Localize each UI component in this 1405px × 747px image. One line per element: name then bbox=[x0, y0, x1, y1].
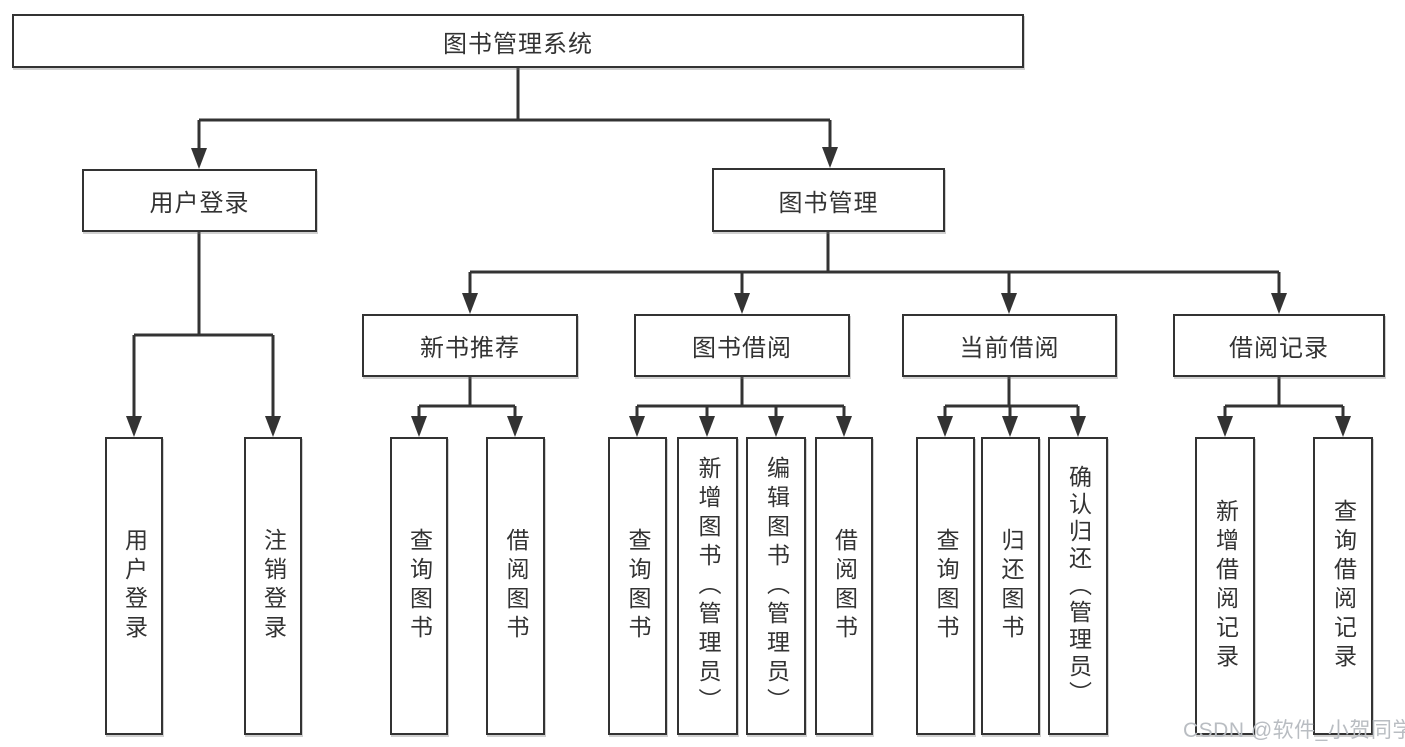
node-new-book-recommend: 新书推荐 bbox=[362, 314, 578, 377]
leaf-label: 查询图书 bbox=[406, 528, 433, 644]
arrow-current-borrowing bbox=[1001, 293, 1017, 314]
leaf-label: 注销登录 bbox=[260, 528, 287, 644]
node-book-borrowing: 图书借阅 bbox=[634, 314, 850, 377]
arrow-borrowing-records bbox=[1271, 293, 1287, 314]
arrow-leaf-user-login bbox=[126, 416, 142, 437]
connector-borrowing-records bbox=[1223, 377, 1345, 419]
leaf-label: 新增借阅记录 bbox=[1212, 499, 1239, 673]
leaf-label: 查询图书 bbox=[625, 528, 651, 644]
node-leaf-add-books-admin: 新增图书（管理员） bbox=[677, 437, 738, 735]
node-leaf-edit-books-admin: 编辑图书（管理员） bbox=[746, 437, 806, 735]
connector-root-trunk bbox=[197, 68, 832, 150]
leaf-label: 借阅图书 bbox=[503, 528, 529, 644]
node-leaf-logout: 注销登录 bbox=[244, 437, 302, 735]
node-root: 图书管理系统 bbox=[12, 14, 1024, 68]
node-leaf-add-borrow-record: 新增借阅记录 bbox=[1195, 437, 1255, 735]
arrow-leaf-add-borrow-record bbox=[1217, 416, 1233, 437]
leaf-label: 用户登录 bbox=[121, 528, 148, 644]
node-borrowing-records: 借阅记录 bbox=[1173, 314, 1385, 377]
connector-book-management bbox=[468, 232, 1281, 297]
node-leaf-confirm-return-admin: 确认归还（管理员） bbox=[1048, 437, 1108, 735]
arrow-leaf-confirm-return bbox=[1070, 416, 1086, 437]
node-leaf-query-borrow-record: 查询借阅记录 bbox=[1313, 437, 1373, 735]
arrow-leaf-query-books-1 bbox=[411, 416, 427, 437]
node-leaf-query-books-1: 查询图书 bbox=[390, 437, 448, 735]
arrow-leaf-edit-books bbox=[768, 416, 784, 437]
node-book-management: 图书管理 bbox=[712, 168, 945, 232]
node-user-login: 用户登录 bbox=[82, 169, 317, 232]
arrow-leaf-return-books bbox=[1002, 416, 1018, 437]
arrow-leaf-query-borrow-record bbox=[1335, 416, 1351, 437]
connector-book-borrowing bbox=[635, 377, 846, 419]
arrow-user-login bbox=[191, 148, 207, 169]
arrow-leaf-add-books bbox=[699, 416, 715, 437]
leaf-label: 查询图书 bbox=[933, 528, 959, 644]
arrow-book-borrowing bbox=[734, 293, 750, 314]
arrow-leaf-query-books-2 bbox=[629, 416, 645, 437]
watermark: CSDN @软件_小贺同学 bbox=[1183, 719, 1405, 742]
node-leaf-return-books: 归还图书 bbox=[981, 437, 1040, 735]
arrow-new-book-recommend bbox=[462, 293, 478, 314]
connector-user-login bbox=[132, 232, 275, 419]
leaf-label: 归还图书 bbox=[998, 528, 1024, 644]
arrow-leaf-borrow-books-2 bbox=[836, 416, 852, 437]
leaf-label: 编辑图书（管理员） bbox=[763, 455, 790, 717]
connector-new-book-recommend bbox=[417, 377, 517, 419]
node-leaf-query-books-2: 查询图书 bbox=[608, 437, 667, 735]
node-leaf-borrow-books-1: 借阅图书 bbox=[486, 437, 545, 735]
node-leaf-borrow-books-2: 借阅图书 bbox=[815, 437, 873, 735]
connector-current-borrowing bbox=[943, 377, 1080, 419]
arrow-leaf-query-books-3 bbox=[937, 416, 953, 437]
node-current-borrowing: 当前借阅 bbox=[902, 314, 1117, 377]
arrow-leaf-borrow-books-1 bbox=[507, 416, 523, 437]
leaf-label: 查询借阅记录 bbox=[1330, 499, 1357, 673]
arrow-book-management bbox=[822, 147, 838, 168]
leaf-label: 新增图书（管理员） bbox=[695, 455, 721, 717]
node-leaf-user-login: 用户登录 bbox=[105, 437, 163, 735]
arrow-leaf-logout bbox=[265, 416, 281, 437]
node-leaf-query-books-3: 查询图书 bbox=[916, 437, 975, 735]
leaf-label: 确认归还（管理员） bbox=[1065, 464, 1092, 708]
leaf-label: 借阅图书 bbox=[831, 528, 858, 644]
